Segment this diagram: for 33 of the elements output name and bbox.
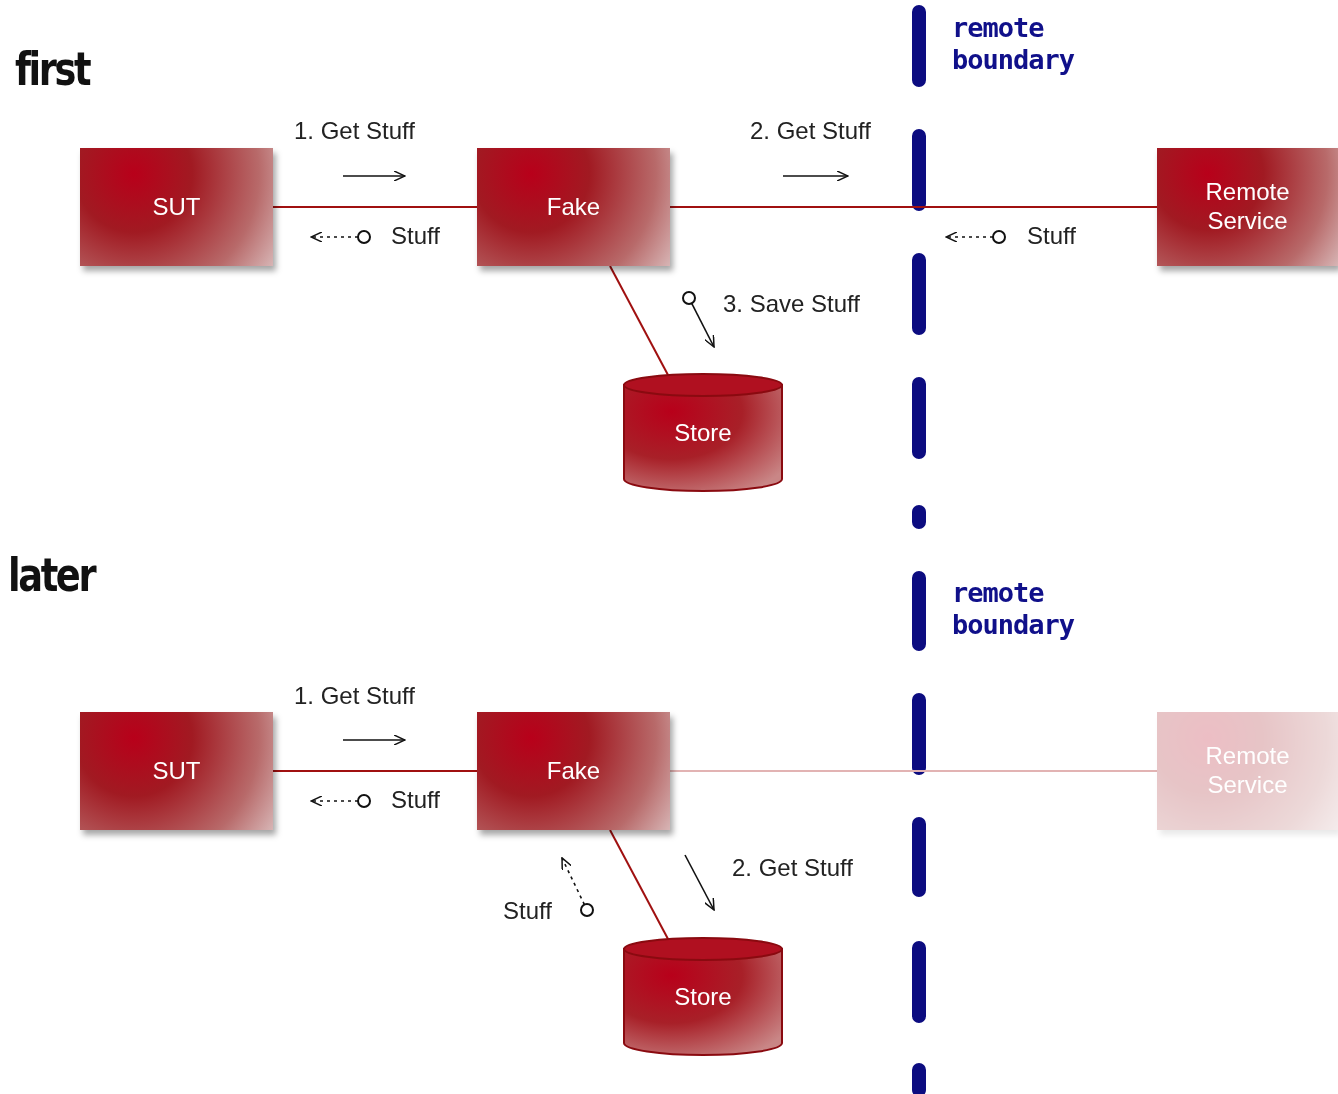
message-label: Stuff [391,786,440,814]
node-label: Fake [546,756,601,786]
boundary-label: remote boundary [952,12,1076,77]
message-label: 3. Save Stuff [723,290,860,318]
section-heading: first [15,42,90,96]
component-box [477,712,670,830]
component-box [80,712,273,830]
message-label: 1. Get Stuff [294,682,415,710]
node-label: Fake [546,192,601,222]
message-label: 1. Get Stuff [294,117,415,145]
boundary-label: remote boundary [952,577,1076,642]
node-label: SUT [152,192,201,222]
connector-line [272,206,478,208]
component-box [80,148,273,266]
connector-line [669,206,1158,208]
node-label: Remote Service [1204,178,1291,236]
message-label: Stuff [1027,222,1076,250]
connector-line [609,829,669,940]
connector-line [669,770,1158,772]
component-box [1157,148,1338,266]
component-box [477,148,670,266]
node-label: SUT [152,756,201,786]
message-label: 2. Get Stuff [750,117,871,145]
connector-line [609,265,669,376]
node-label: Remote Service [1204,742,1291,800]
section-heading: later [8,548,95,602]
message-label: Stuff [503,897,552,925]
connector-line [272,770,478,772]
message-label: 2. Get Stuff [732,854,853,882]
message-label: Stuff [391,222,440,250]
component-box [1157,712,1338,830]
node-label: Store [674,982,732,1012]
node-label: Store [674,418,732,448]
